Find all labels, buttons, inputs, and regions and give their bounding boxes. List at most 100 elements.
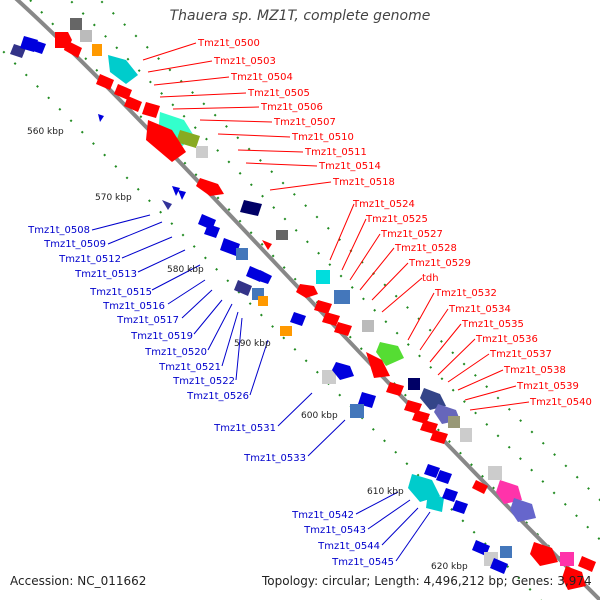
- gene-label: Tmz1t_0538: [503, 365, 566, 376]
- gene-arrow: [424, 464, 440, 478]
- gene-arrow: [204, 224, 220, 238]
- gene-label: Tmz1t_0522: [172, 376, 235, 387]
- gene-box: [496, 480, 522, 504]
- gene-box: [276, 230, 288, 240]
- gene-label: Tmz1t_0525: [365, 214, 428, 225]
- kbp-label: 610 kbp: [367, 487, 404, 497]
- gene-label: Tmz1t_0504: [230, 72, 293, 83]
- gene-box: [80, 30, 92, 42]
- gene-arrow: [452, 500, 468, 514]
- accession-text: Accession: NC_011662: [10, 574, 147, 588]
- gene-box: [92, 44, 102, 56]
- gene-arrow: [530, 542, 558, 566]
- gene-box: [500, 546, 512, 558]
- gene-label: Tmz1t_0537: [489, 349, 552, 360]
- kbp-scale: 560 kbp 570 kbp 580 kbp 590 kbp 600 kbp …: [27, 127, 468, 572]
- gene-label: Tmz1t_0511: [304, 147, 367, 158]
- gene-label: Tmz1t_0521: [158, 362, 221, 373]
- gene-label: Tmz1t_0529: [408, 258, 471, 269]
- gene-arrow: [142, 102, 160, 118]
- gene-arrow: [334, 322, 352, 336]
- forward-genes: [55, 30, 596, 590]
- gene-arrow: [30, 40, 46, 54]
- right-gene-labels: Tmz1t_0500 Tmz1t_0503 Tmz1t_0504 Tmz1t_0…: [197, 38, 592, 408]
- gene-label: Tmz1t_0542: [291, 510, 354, 521]
- gene-label: Tmz1t_0509: [43, 239, 106, 250]
- gene-box: [510, 498, 536, 522]
- gene-label: Tmz1t_0526: [186, 391, 249, 402]
- right-leader-lines: [142, 42, 530, 411]
- gene-arrow: [146, 120, 186, 162]
- gene-box: [334, 290, 350, 304]
- gene-arrow: [196, 178, 224, 196]
- gene-arrow: [430, 430, 448, 444]
- gene-arrow: [256, 270, 272, 284]
- gene-label: Tmz1t_0540: [529, 397, 592, 408]
- gene-arrow: [162, 200, 172, 210]
- gene-label: Tmz1t_0524: [352, 199, 415, 210]
- gene-arrow: [124, 96, 142, 112]
- gene-label: Tmz1t_0512: [58, 254, 121, 265]
- gene-label: Tmz1t_0500: [197, 38, 260, 49]
- gene-arrow: [220, 238, 240, 256]
- gene-arrow: [366, 352, 390, 378]
- kbp-label: 570 kbp: [95, 193, 132, 203]
- gene-label: Tmz1t_0533: [243, 453, 306, 464]
- gene-box: [108, 55, 138, 84]
- gene-arrow: [234, 280, 252, 296]
- gene-label: Tmz1t_0513: [74, 269, 137, 280]
- gene-arrow: [322, 312, 340, 326]
- gene-arrow: [290, 312, 306, 326]
- kbp-label: 620 kbp: [431, 562, 468, 572]
- gene-label: Tmz1t_0532: [434, 288, 497, 299]
- gene-label: Tmz1t_0527: [380, 229, 443, 240]
- gene-box: [408, 378, 420, 390]
- gene-arrow: [314, 300, 332, 314]
- gene-box: [322, 370, 336, 384]
- gene-arrow: [296, 284, 318, 298]
- gene-box: [448, 416, 460, 428]
- gene-box: [280, 326, 292, 336]
- gene-arrow: [262, 240, 272, 250]
- gene-label: Tmz1t_0510: [291, 132, 354, 143]
- gene-label: Tmz1t_0517: [116, 315, 179, 326]
- gene-box: [196, 146, 208, 158]
- gene-box: [362, 320, 374, 332]
- gene-arrow: [114, 84, 132, 100]
- gene-arrow: [442, 488, 458, 502]
- gene-box: [236, 248, 248, 260]
- gene-label: Tmz1t_0507: [273, 117, 336, 128]
- gene-label: Tmz1t_0543: [303, 525, 366, 536]
- gene-label: Tmz1t_0535: [461, 319, 524, 330]
- gene-arrow: [436, 470, 452, 484]
- gene-label: Tmz1t_0520: [144, 347, 207, 358]
- kbp-label: 590 kbp: [234, 339, 271, 349]
- gene-arrow: [332, 362, 354, 380]
- gene-label: Tmz1t_0545: [331, 557, 394, 568]
- gene-label: Tmz1t_0528: [394, 243, 457, 254]
- reverse-genes: [10, 18, 512, 574]
- gene-box: [176, 130, 200, 148]
- gene-label: Tmz1t_0516: [102, 301, 165, 312]
- gene-label: Tmz1t_0506: [260, 102, 323, 113]
- kbp-label: 580 kbp: [167, 265, 204, 275]
- gene-label: Tmz1t_0514: [318, 161, 381, 172]
- gene-arrow: [578, 556, 596, 572]
- gene-box: [488, 466, 502, 480]
- gene-label: Tmz1t_0515: [89, 287, 152, 298]
- gene-box: [316, 270, 330, 284]
- gene-label: Tmz1t_0503: [213, 56, 276, 67]
- gene-arrow: [386, 382, 404, 396]
- gene-arrow: [178, 190, 186, 200]
- gene-label: Tmz1t_0544: [317, 541, 380, 552]
- gene-box: [426, 492, 444, 512]
- gene-arrow: [490, 558, 508, 574]
- map-title: Thauera sp. MZ1T, complete genome: [169, 8, 431, 24]
- gene-label: Tmz1t_0534: [448, 304, 511, 315]
- gene-label: Tmz1t_0508: [27, 225, 90, 236]
- gene-label: Tmz1t_0539: [516, 381, 579, 392]
- topology-text: Topology: circular; Length: 4,496,212 bp…: [262, 574, 592, 588]
- left-gene-labels: Tmz1t_0508 Tmz1t_0509 Tmz1t_0512 Tmz1t_0…: [27, 225, 394, 568]
